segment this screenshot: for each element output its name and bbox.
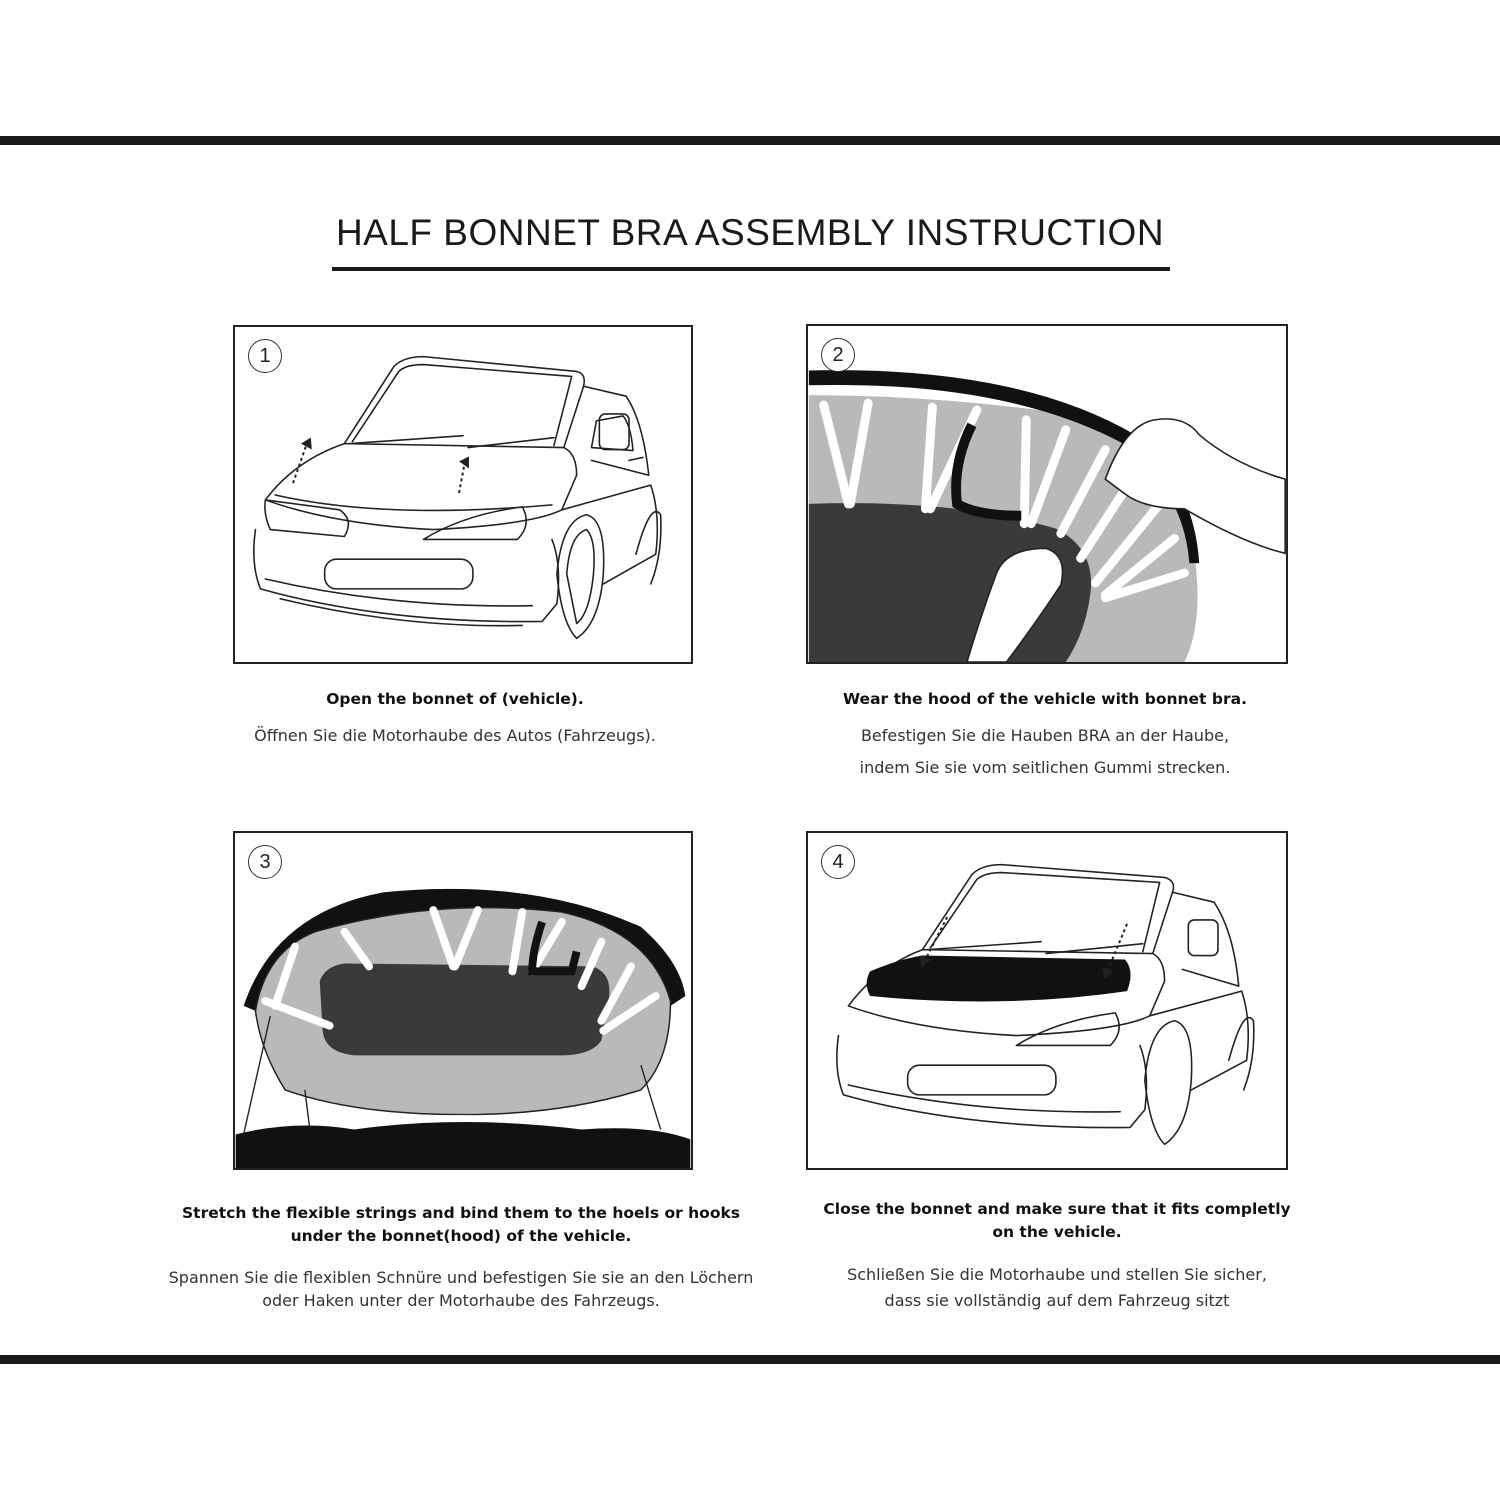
step-3-english-text: Stretch the flexible strings and bind th… bbox=[182, 1204, 740, 1245]
step-4-english-text: Close the bonnet and make sure that it f… bbox=[823, 1200, 1291, 1241]
step-3-number: 3 bbox=[248, 845, 282, 879]
strings-bound-under-hood-drawing bbox=[235, 888, 691, 1168]
step-4-number: 4 bbox=[821, 845, 855, 879]
car-with-bra-installed-drawing bbox=[836, 863, 1255, 1146]
step-3-german-text: Spannen Sie die flexiblen Schnüre und be… bbox=[168, 1268, 754, 1310]
step-2-illustration: 2 bbox=[806, 324, 1288, 664]
step-1-number: 1 bbox=[248, 339, 282, 373]
step-3-illustration: 3 bbox=[233, 831, 693, 1170]
car-open-bonnet-drawing bbox=[253, 355, 662, 640]
bra-fitting-on-hood-drawing bbox=[808, 370, 1286, 662]
step-2-number: 2 bbox=[821, 338, 855, 372]
step-1-illustration: 1 bbox=[233, 325, 693, 664]
step-4-caption: Close the bonnet and make sure that it f… bbox=[737, 1198, 1377, 1314]
step-2-english-text: Wear the hood of the vehicle with bonnet… bbox=[843, 690, 1247, 708]
title-underline bbox=[332, 267, 1170, 271]
document-title: HALF BONNET BRA ASSEMBLY INSTRUCTION bbox=[335, 212, 1165, 253]
step-4-illustration: 4 bbox=[806, 831, 1288, 1170]
step-1-german-text: Öffnen Sie die Motorhaube des Autos (Fah… bbox=[254, 726, 656, 745]
step-1-caption: Open the bonnet of (vehicle). Öffnen Sie… bbox=[150, 688, 760, 752]
bottom-divider-bar bbox=[0, 1355, 1500, 1364]
step-4-german-text: Schließen Sie die Motorhaube und stellen… bbox=[847, 1265, 1267, 1310]
step-2-caption: Wear the hood of the vehicle with bonnet… bbox=[740, 688, 1350, 784]
step-1-english-text: Open the bonnet of (vehicle). bbox=[326, 690, 584, 708]
step-3-caption: Stretch the flexible strings and bind th… bbox=[133, 1202, 789, 1312]
step-2-german-text: Befestigen Sie die Hauben BRA an der Hau… bbox=[859, 726, 1231, 777]
top-divider-bar bbox=[0, 136, 1500, 145]
